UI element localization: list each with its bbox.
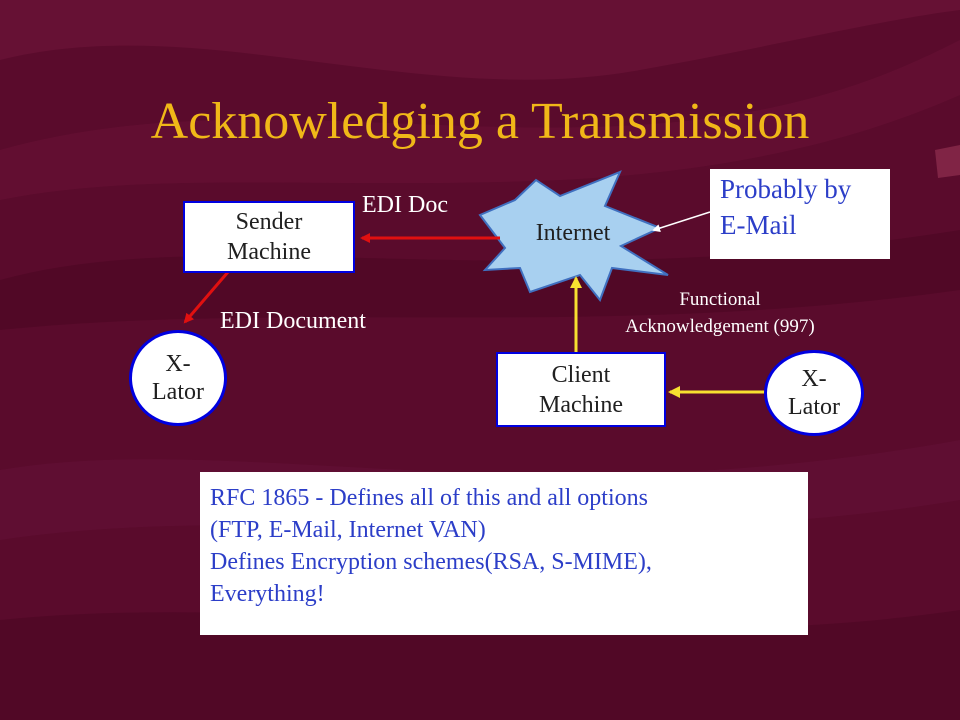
- client-machine-line1: Client: [551, 361, 611, 388]
- label-functional-ack: Functional Acknowledgement (997): [590, 286, 850, 340]
- email-note-line1: Probably by: [720, 174, 852, 204]
- rfc-line-2: (FTP, E-Mail, Internet VAN): [210, 517, 486, 543]
- xlator-right-line2: Lator: [788, 394, 840, 420]
- xlator-right-line1: X-: [801, 366, 827, 392]
- xlator-left-circle: X- Lator: [129, 330, 227, 426]
- client-machine-box: Client Machine: [496, 352, 666, 427]
- sender-machine-line1: Sender: [235, 209, 303, 235]
- functional-ack-line2: Acknowledgement (997): [625, 316, 815, 337]
- xlator-right-circle: X- Lator: [764, 350, 864, 436]
- functional-ack-line1: Functional: [679, 289, 761, 310]
- rfc-line-3: Defines Encryption schemes(RSA, S-MIME),: [210, 549, 652, 575]
- sender-machine-box: Sender Machine: [183, 201, 355, 273]
- label-edi-doc: EDI Doc: [362, 192, 448, 218]
- xlator-left-line2: Lator: [152, 379, 204, 405]
- arrow-sender-to-xlator: [183, 271, 230, 324]
- label-edi-document: EDI Document: [220, 308, 366, 334]
- slide-title: Acknowledging a Transmission: [150, 93, 810, 150]
- rfc-info-box: RFC 1865 - Defines all of this and all o…: [200, 472, 808, 635]
- sender-machine-line2: Machine: [227, 239, 311, 265]
- rfc-line-1: RFC 1865 - Defines all of this and all o…: [210, 485, 648, 511]
- arrow-note-to-internet: [652, 211, 711, 232]
- xlator-left-line1: X-: [165, 351, 191, 377]
- email-note-line2: E-Mail: [720, 210, 797, 240]
- email-note: Probably by E-Mail: [710, 169, 890, 259]
- internet-label: Internet: [535, 220, 611, 246]
- client-machine-line2: Machine: [539, 391, 623, 418]
- internet-burst: [478, 170, 669, 302]
- rfc-line-4: Everything!: [210, 581, 325, 607]
